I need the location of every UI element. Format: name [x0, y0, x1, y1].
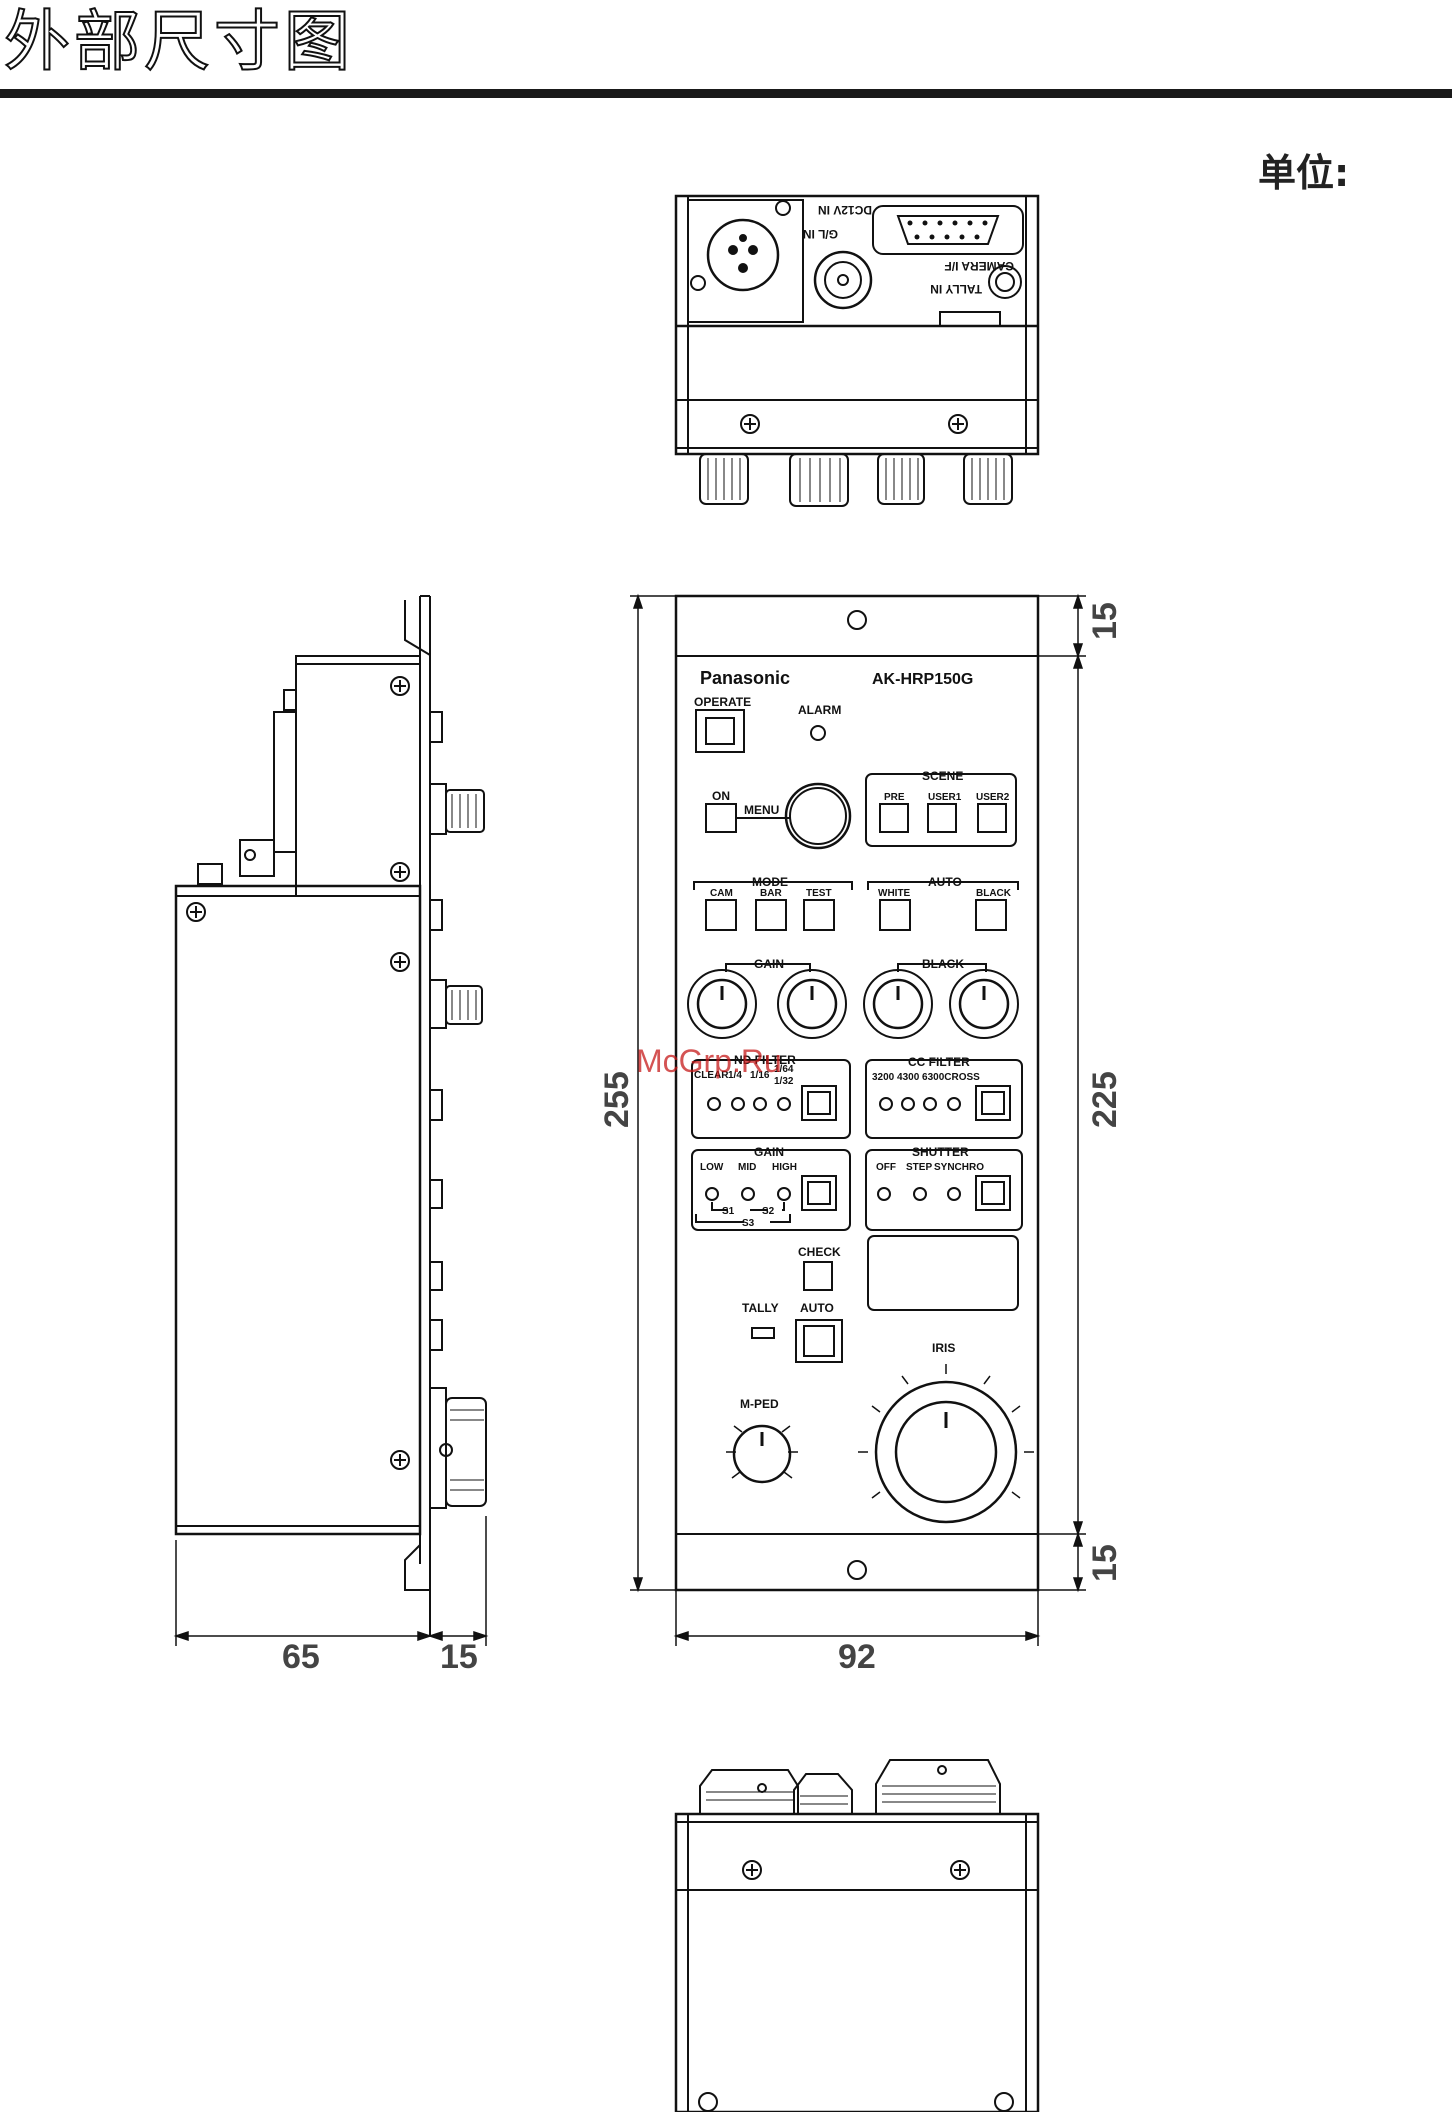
tally-in-label: TALLY IN [930, 282, 982, 296]
s1-label: S1 [722, 1206, 735, 1217]
top-view-labels: DC12V IN G/L IN CAMERA I/F TALLY IN [803, 203, 1014, 296]
mid-label: MID [738, 1162, 756, 1173]
step-label: STEP [906, 1162, 932, 1173]
gain-knobs-label: GAIN [754, 957, 784, 971]
dim-height-total: 255 [598, 1071, 636, 1128]
black-knobs-label: BLACK [922, 957, 964, 971]
dim-width: 92 [838, 1638, 876, 1676]
iris-auto-label: AUTO [800, 1301, 834, 1315]
unit-label: 单位: [1258, 151, 1350, 195]
nd-1-64-label: 1/64 [774, 1064, 794, 1075]
test-label: TEST [806, 888, 832, 899]
bar-label: BAR [760, 888, 782, 899]
auto-label: AUTO [928, 875, 962, 889]
gl-in-label: G/L IN [803, 227, 838, 241]
cc-values-label: 3200 4300 6300CROSS [872, 1072, 980, 1083]
off-label: OFF [876, 1162, 896, 1173]
model-label: AK-HRP150G [872, 671, 973, 688]
synchro-label: SYNCHRO [934, 1162, 984, 1173]
alarm-label: ALARM [798, 703, 841, 717]
gain-select-label: GAIN [754, 1145, 784, 1159]
low-label: LOW [700, 1162, 724, 1173]
title-rule [0, 89, 1452, 98]
side-screws [186, 676, 410, 1470]
black-label: BLACK [976, 888, 1012, 899]
side-dimensions [173, 1516, 489, 1646]
s3-label: S3 [742, 1218, 755, 1229]
front-panel [674, 594, 1040, 1592]
check-label: CHECK [798, 1245, 841, 1259]
dim-side-depth: 65 [282, 1638, 320, 1676]
nd-clear-label: CLEAR [694, 1070, 729, 1081]
user1-label: USER1 [928, 792, 962, 803]
s2-label: S2 [762, 1206, 775, 1217]
shutter-label: SHUTTER [912, 1145, 969, 1159]
nd-filter-label: ND FILTER [734, 1053, 796, 1067]
top-view [674, 194, 1040, 507]
nd-1-4-label: 1/4 [728, 1070, 742, 1081]
cc-filter-label: CC FILTER [908, 1055, 970, 1069]
pre-label: PRE [884, 792, 905, 803]
user2-label: USER2 [976, 792, 1010, 803]
iris-label: IRIS [932, 1341, 955, 1355]
page-title: 外部尺寸图 [3, 2, 354, 81]
side-view [174, 595, 487, 1636]
brand-logo: Panasonic [700, 668, 790, 688]
dim-top-margin: 15 [1086, 602, 1124, 640]
operate-label: OPERATE [694, 695, 751, 709]
high-label: HIGH [772, 1162, 797, 1173]
dim-bottom-margin: 15 [1086, 1544, 1124, 1582]
dim-side-flange: 15 [440, 1638, 478, 1676]
dc-in-label: DC12V IN [818, 203, 872, 217]
watermark-text: McGrp.Ru [636, 1043, 782, 1079]
white-label: WHITE [878, 888, 911, 899]
m-ped-label: M-PED [740, 1397, 779, 1411]
dimension-values: 65 15 92 255 225 15 15 [282, 602, 1124, 1676]
cam-label: CAM [710, 888, 733, 899]
front-panel-labels: Panasonic AK-HRP150G OPERATE ALARM ON ME… [694, 668, 1012, 1411]
menu-label: MENU [744, 803, 779, 817]
front-dimensions [630, 593, 1086, 1646]
bottom-view [674, 1759, 1040, 2112]
nd-1-16-label: 1/16 [750, 1070, 770, 1081]
scene-label: SCENE [922, 769, 963, 783]
tally-label: TALLY [742, 1301, 779, 1315]
camera-vf-label: CAMERA I/F [944, 259, 1014, 273]
dim-height-inner: 225 [1086, 1071, 1124, 1128]
on-label: ON [712, 789, 730, 803]
mode-label: MODE [752, 875, 788, 889]
nd-1-32-label: 1/32 [774, 1076, 794, 1087]
